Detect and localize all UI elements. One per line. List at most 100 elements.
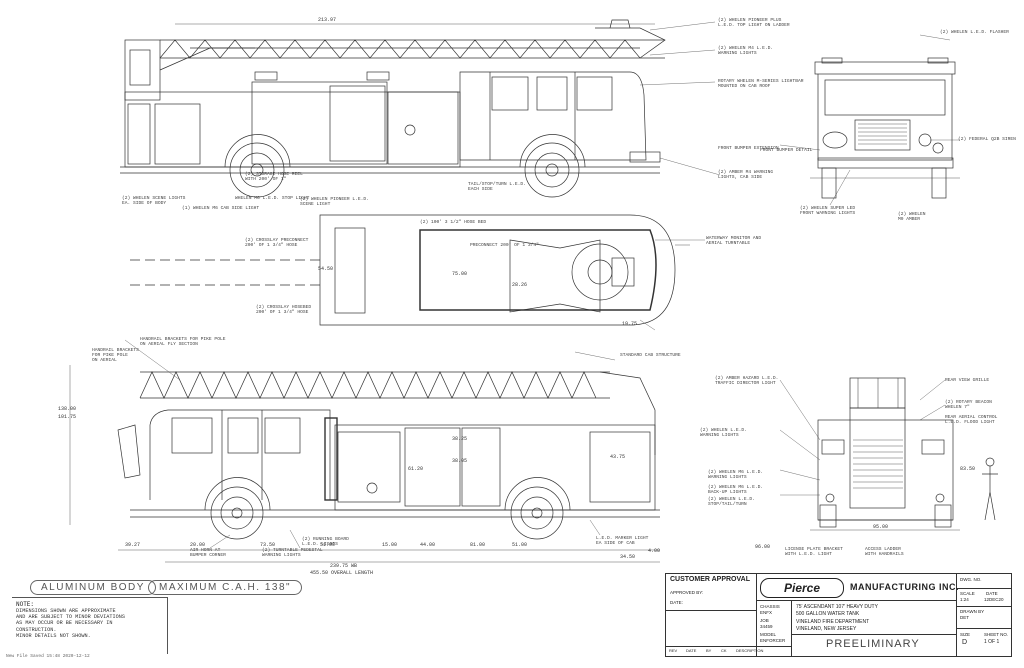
file-path-footer: New File Saved 15:48 2020-12-12 xyxy=(6,654,90,659)
callout-bottom-side-0: HANDRAIL BRACKETS FOR PIKE POLE ON AERIA… xyxy=(140,337,226,348)
dimension-labels: 213.97 75.00 28.26 54.50 19.75 138.00 10… xyxy=(58,17,975,576)
sheet-value: 1 OF 1 xyxy=(984,639,1000,645)
callout-bottom-side-3: AIR HORN AT BUMPER CORNER xyxy=(190,548,226,559)
model-label: MODEL xyxy=(760,632,777,637)
rev-ck-col: CK xyxy=(721,648,727,653)
dim-c2: 38.05 xyxy=(452,458,467,464)
callout-plan-1: (2) CROSSLAY PRECONNECT 200' OF 1 3/4" H… xyxy=(245,238,309,249)
side-elevation-bottom xyxy=(69,365,660,563)
dim-d3: 73.50 xyxy=(260,542,275,548)
dim-bottom-oa: 455.50 OVERALL LENGTH xyxy=(310,570,373,576)
dim-rear-height: 83.50 xyxy=(960,466,975,472)
note-line: DIMENSIONS SHOWN ARE APPROXIMATE xyxy=(16,608,116,614)
callout-top-side-5: (2) WHELEN SCENE LIGHTS EA. SIDE OF BODY xyxy=(122,196,186,207)
callout-rear-8: (2) ROTARY BEACON WHELEN 7" xyxy=(945,400,992,411)
callout-front-0: (2) WHELEN L.E.D. FLASHER xyxy=(940,30,1009,35)
callout-rear-4: (2) WHELEN L.E.D. STOP/TAIL/TURN xyxy=(708,497,755,508)
sheet-label: SHEET NO. xyxy=(984,632,1009,637)
drawing-status: PREELIMINARY xyxy=(826,638,920,650)
dim-callout-b: 4.00 xyxy=(648,548,660,554)
callout-rear-3: (2) WHELEN M6 L.E.D. BACK-UP LIGHTS xyxy=(708,485,764,496)
dim-rear-width: 95.00 xyxy=(873,524,888,530)
note-line: MINOR DETAILS NOT SHOWN. xyxy=(16,632,91,639)
notes-text: DIMENSIONS SHOWN ARE APPROXIMATE AND ARE… xyxy=(16,608,125,639)
callout-rear-6: LICENSE PLATE BRACKET WITH L.E.D. LIGHT xyxy=(785,547,843,558)
dim-mid-3: 54.50 xyxy=(318,266,333,272)
dim-d1: 39.27 xyxy=(125,542,140,548)
rev-date-col: DATE xyxy=(686,648,697,653)
callout-top-side-0: (2) WHELEN PIONEER PLUS L.E.D. TOP LIGHT… xyxy=(718,18,790,29)
dim-d5: 15.00 xyxy=(382,542,397,548)
callout-bottom-side-6: L.E.D. MARKER LIGHT EA SIDE OF CAB xyxy=(596,536,649,547)
callout-front-4: (2) WHELEN M9 AMBER xyxy=(898,212,926,223)
dim-bottom-wb: 239.75 WB xyxy=(330,563,357,569)
dim-d9: 34.50 xyxy=(620,554,635,560)
dim-d7: 81.00 xyxy=(470,542,485,548)
callout-front-3: (2) WHELEN SUPER LED FRONT WARNING LIGHT… xyxy=(800,206,856,217)
callout-top-side-10: TAIL/STOP/TURN L.E.D. EACH SIDE xyxy=(468,182,526,193)
rear-elevation xyxy=(810,377,998,531)
callout-rear-1: (2) WHELEN L.E.D. WARNING LIGHTS xyxy=(700,428,747,439)
pierce-logo: Pierce xyxy=(760,578,844,598)
dwg-no-label: DWG. NO. xyxy=(960,577,982,582)
callout-rear-2: (2) WHELEN M6 L.E.D. WARNING LIGHTS xyxy=(708,470,764,481)
callout-plan-2: PRECONNECT 200' OF 1 3/4" xyxy=(470,243,539,248)
callout-front-2: (2) FEDERAL Q2B SIREN xyxy=(958,137,1016,142)
dim-d8: 51.00 xyxy=(512,542,527,548)
callout-top-side-6: (1) WHELEN M6 CAB SIDE LIGHT xyxy=(182,206,260,211)
drawn-by-value: DET xyxy=(960,615,969,620)
size-value: D xyxy=(962,639,968,646)
dim-c3: 61.20 xyxy=(408,466,423,472)
description-line-2: 500 GALLON WATER TANK xyxy=(796,611,860,617)
description-line-1: 75' ASCENDANT 107' HEAVY DUTY xyxy=(796,604,878,610)
date-block-value: 12DEC20 xyxy=(984,597,1004,602)
dim-top-overall: 213.97 xyxy=(318,17,336,23)
callout-top-side-8: (2) STORAGE HOSE REEL WITH 200' OF 1" xyxy=(245,172,303,183)
job-value: 34459 xyxy=(760,624,773,629)
rev-desc-col: DESCRIPTION xyxy=(736,648,764,653)
max-cah-label: MAXIMUM C.A.H. 138" xyxy=(148,580,303,595)
dim-c1: 38.25 xyxy=(452,436,467,442)
callout-top-side-2: ROTARY WHELEN M-SERIES LIGHTBAR MOUNTED … xyxy=(718,79,804,90)
rev-col: REV xyxy=(669,648,678,653)
callout-plan-0: (2) 100' 3 1/2" HOSE BED xyxy=(420,220,487,225)
callout-rear-9: REAR AERIAL CONTROL L.E.D. FLOOD LIGHT xyxy=(945,415,998,426)
dim-side-height-b: 101.75 xyxy=(58,414,76,420)
callout-top-side-1: (2) WHELEN M4 L.E.D. WARNING LIGHTS xyxy=(718,46,774,57)
note-line: CONSTRUCTION. xyxy=(16,626,57,633)
size-label: SIZE xyxy=(960,632,971,637)
scale-label: SCALE xyxy=(960,591,975,596)
dim-mid-4: 19.75 xyxy=(622,321,637,327)
plan-view xyxy=(130,214,690,326)
leader-lines xyxy=(124,21,960,549)
front-elevation xyxy=(810,57,960,199)
notes-label: NOTE: xyxy=(16,601,35,608)
notes-panel: NOTE: DIMENSIONS SHOWN ARE APPROXIMATE A… xyxy=(12,597,168,654)
note-line: AS MAY OCCUR OR BE NECESSARY IN xyxy=(16,620,113,627)
drawn-by-label: DRAWN BY xyxy=(960,609,985,614)
side-elevation-top xyxy=(120,19,666,198)
dim-side-height: 138.00 xyxy=(58,406,76,412)
job-label: JOB xyxy=(760,618,769,623)
date-block-label: DATE xyxy=(986,591,998,596)
approved-by-label: APPROVED BY: xyxy=(670,590,704,595)
scale-value: 1:24 xyxy=(960,597,969,602)
callout-bottom-side-5: (2) RUNNING BOARD L.E.D. LIGHTS xyxy=(302,537,349,548)
callout-bottom-side-1: HANDRAIL BRACKETS FOR PIKE POLE ON AERIA… xyxy=(92,348,139,364)
rev-by-col: BY xyxy=(706,648,712,653)
dim-d4: 51.00 xyxy=(320,542,335,548)
approval-date-label: DATE: xyxy=(670,600,683,605)
aluminum-body-label: ALUMINUM BODY xyxy=(30,580,156,595)
department-line-1: VINELAND FIRE DEPARTMENT xyxy=(796,619,870,625)
title-block: CUSTOMER APPROVAL APPROVED BY: DATE: Pie… xyxy=(665,573,1012,657)
callout-plan-4: WATERWAY MONITOR AND AERIAL TURNTABLE xyxy=(706,236,762,247)
callout-rear-7: ACCESS LADDER WITH HANDRAILS xyxy=(865,547,904,558)
dim-d6: 44.00 xyxy=(420,542,435,548)
note-line: AND ARE SUBJECT TO MINOR DEVIATIONS xyxy=(16,614,125,621)
callout-top-side-9: (2) WHELEN PIONEER L.E.D. SCENE LIGHT xyxy=(300,197,369,208)
chassis-label: CHASSIS xyxy=(760,604,780,609)
callout-top-side-4: (2) AMBER M4 WARNING LIGHTS, CAB SIDE xyxy=(718,170,774,181)
dim-c4: 43.75 xyxy=(610,454,625,460)
customer-approval-label: CUSTOMER APPROVAL xyxy=(670,576,750,583)
